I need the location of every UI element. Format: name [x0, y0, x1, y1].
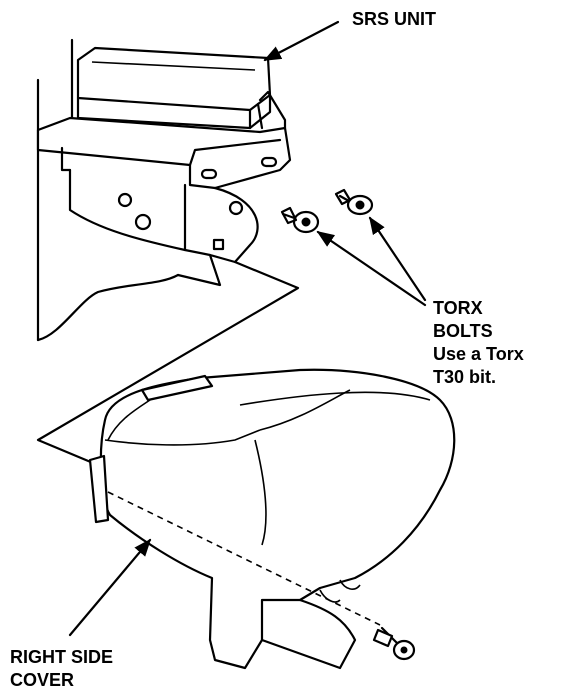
cover-screw — [372, 626, 416, 661]
right-side-cover-label-line2: COVER — [10, 670, 75, 690]
torx-bolt-upper — [334, 188, 374, 216]
torx-bolts-label-line1: TORX — [433, 298, 483, 318]
bracket-slot-left — [200, 168, 218, 180]
torx-bolt-lower — [280, 206, 320, 234]
torx-bolts-label-line3: Use a Torx — [433, 344, 524, 364]
right-side-cover — [88, 368, 456, 670]
right-side-cover-label-line1: RIGHT SIDE — [10, 647, 114, 667]
torx-bolts-label-line2: BOLTS — [433, 321, 493, 341]
callout-arrows — [68, 20, 427, 637]
torx-bolts-label-line4: T30 bit. — [433, 367, 497, 387]
srs-unit-body — [76, 46, 272, 130]
support-plate — [68, 168, 259, 287]
bracket-slot-right — [260, 156, 278, 168]
floor-plane — [36, 260, 300, 470]
srs-mounting-bracket — [36, 90, 292, 190]
srs-unit-label: SRS UNIT — [352, 9, 437, 29]
